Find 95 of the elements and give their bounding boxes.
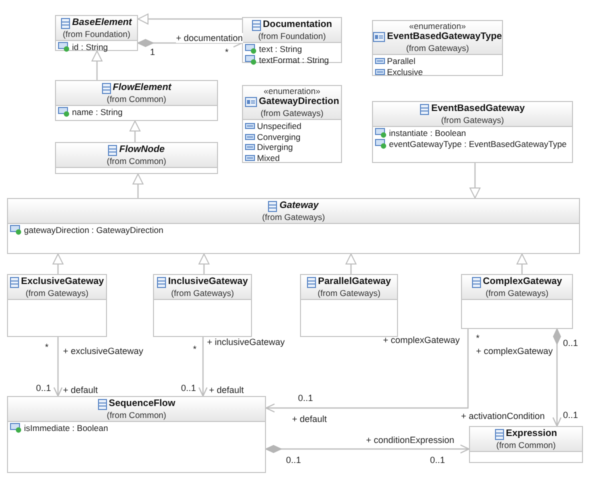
class-name: ExclusiveGateway: [21, 276, 104, 288]
package-label: (from Foundation): [258, 31, 326, 41]
generalization-arrow: [516, 254, 528, 274]
package-label: (from Gateways): [26, 288, 88, 298]
package-label: (from Gateways): [262, 212, 325, 222]
generalization-arrow: [52, 254, 64, 274]
package-label: (from Common): [496, 440, 556, 450]
association-arrow: [53, 337, 63, 397]
attribute-text: name : String: [72, 107, 123, 118]
multiplicity-label: 1: [150, 47, 156, 57]
class-name: SequenceFlow: [108, 398, 176, 410]
class-box: [7, 274, 107, 337]
association-arrow: [198, 337, 208, 397]
class-name: FlowElement: [112, 82, 172, 94]
multiplicity-label: 0..1: [286, 455, 302, 465]
attribute-text: id : String: [72, 42, 108, 52]
package-label: (from Common): [106, 156, 166, 166]
package-label: (from Gateways): [441, 115, 504, 125]
class-box: [55, 15, 138, 51]
class-box: [242, 17, 342, 63]
edge-label: + default: [292, 414, 327, 424]
package-label: (from Gateways): [406, 43, 469, 53]
multiplicity-label: 0..1: [298, 393, 314, 403]
edge-label: + documentation: [176, 33, 243, 43]
role-label: + inclusiveGateway: [207, 337, 285, 347]
class-box: [7, 198, 580, 254]
attribute-text: gatewayDirection : GatewayDirection: [24, 225, 164, 236]
class-name: ComplexGateway: [482, 276, 562, 288]
class-name: Gateway: [279, 200, 319, 212]
enum-literal: Exclusive: [387, 66, 423, 77]
attribute-text: isImmediate : Boolean: [24, 423, 108, 434]
class-name: GatewayDirection: [258, 96, 340, 108]
generalization-arrow: [138, 14, 242, 24]
package-label: (from Gateways): [171, 288, 234, 298]
composition-arrow: [266, 444, 470, 454]
edge-label: + default: [63, 385, 98, 395]
role-label: + complexGateway: [476, 346, 553, 356]
package-label: (from Common): [106, 94, 166, 104]
edge-label: + default: [209, 385, 244, 395]
attribute-text: text : String: [259, 44, 302, 54]
multiplicity-label: 0..1: [430, 455, 446, 465]
multiplicity-label: 0..1: [36, 383, 52, 393]
edge-label: + conditionExpression: [366, 435, 454, 445]
class-box: [7, 396, 266, 473]
class-box: [55, 142, 218, 174]
multiplicity-label: 0..1: [181, 383, 196, 393]
role-label: + complexGateway: [383, 335, 460, 345]
class-name: BaseElement: [72, 17, 132, 29]
multiplicity-label: *: [225, 47, 229, 57]
generalization-arrow: [470, 163, 480, 198]
enum-literal: Diverging: [257, 142, 293, 152]
class-box: [469, 426, 583, 463]
package-label: (from Gateways): [318, 288, 380, 298]
package-label: (from Common): [106, 410, 166, 420]
class-box: [242, 85, 342, 163]
multiplicity-label: *: [45, 342, 49, 352]
class-name: InclusiveGateway: [168, 276, 248, 288]
stereotype-label: «enumeration»: [264, 87, 320, 96]
generalization-arrow: [130, 120, 140, 142]
class-name: FlowNode: [119, 144, 165, 156]
class-name: EventBasedGateway: [431, 103, 525, 115]
class-box: [55, 80, 218, 121]
class-box: [372, 101, 573, 163]
generalization-arrow: [92, 50, 102, 80]
attribute-text: textFormat : String: [259, 54, 329, 65]
class-box: [372, 20, 503, 76]
multiplicity-label: *: [193, 344, 197, 354]
class-name: Documentation: [262, 19, 332, 31]
composition-arrow: [138, 38, 243, 48]
attribute-text: eventGatewayType : EventBasedGatewayType: [389, 138, 567, 149]
generalization-arrow: [346, 254, 356, 274]
multiplicity-label: *: [476, 333, 480, 343]
enum-literal: Converging: [257, 132, 300, 142]
enum-literal: Mixed: [257, 152, 280, 163]
class-name: Expression: [506, 428, 558, 440]
enum-literal: Unspecified: [257, 121, 302, 132]
stereotype-label: «enumeration»: [409, 22, 466, 31]
package-label: (from Foundation): [62, 29, 130, 39]
package-label: (from Gateways): [486, 288, 548, 298]
class-name: EventBasedGatewayType: [387, 31, 502, 43]
multiplicity-label: 0..1: [563, 338, 578, 348]
enum-literal: Parallel: [387, 56, 416, 66]
edge-label: + activationCondition: [461, 411, 545, 421]
multiplicity-label: 0..1: [563, 410, 578, 420]
class-name: ParallelGateway: [318, 276, 391, 288]
attribute-text: instantiate : Boolean: [389, 128, 466, 138]
package-label: (from Gateways): [260, 108, 324, 118]
association-arrow: [265, 329, 469, 413]
class-box: [153, 274, 252, 337]
role-label: + exclusiveGateway: [63, 346, 144, 356]
composition-arrow: [552, 328, 562, 427]
generalization-arrow: [198, 254, 210, 274]
class-box: [300, 274, 398, 337]
generalization-arrow: [132, 174, 144, 198]
class-box: [461, 274, 573, 329]
